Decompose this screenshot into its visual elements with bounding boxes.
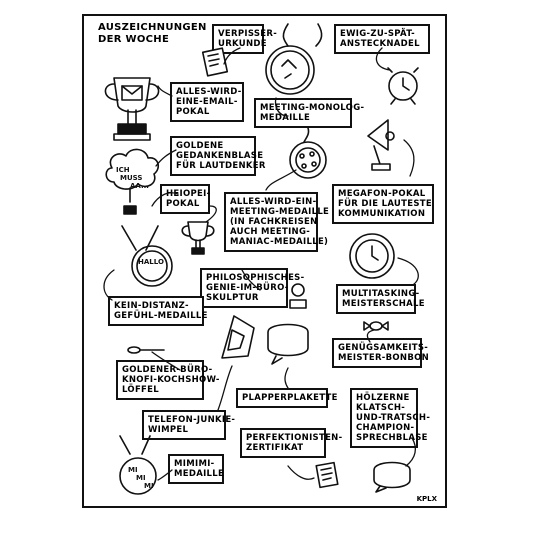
label-line: MEISTER-BONBON xyxy=(338,353,430,363)
label-line: KOMMUNIKATION xyxy=(338,209,426,219)
certificate-icon xyxy=(201,47,229,77)
thought-cloud-icon xyxy=(105,148,160,215)
label-line: KEIN-DISTANZ- xyxy=(114,301,189,311)
label-meeting: ALLES-WIRD-EIN-MEETING-MEDAILLE(IN FACHK… xyxy=(224,192,330,252)
label-line: CHAMPION- xyxy=(356,423,415,433)
plapper-plaque-icon xyxy=(221,315,255,359)
mimimi-text-1: MI xyxy=(128,466,138,474)
title-line-1: AUSZEICHNUNGEN xyxy=(98,22,207,33)
spoon-icon xyxy=(127,346,165,354)
label-line: GOLDENER-BÜRO- xyxy=(122,365,213,375)
label-line: GEDANKENBLASE xyxy=(176,151,264,161)
label-email: ALLES-WIRD-EINE-EMAIL-POKAL xyxy=(170,82,244,122)
label-line: SKULPTUR xyxy=(206,293,259,303)
label-line: GOLDENE xyxy=(176,141,224,151)
label-line: HEIOPEI- xyxy=(166,189,211,199)
label-line: UND-TRATSCH- xyxy=(356,413,431,423)
label-line: ZERTIFIKAT xyxy=(246,443,304,453)
label-line: KNOFI-KOCHSHOW- xyxy=(122,375,220,385)
label-line: POKAL xyxy=(176,107,210,117)
alarm-clock-icon xyxy=(387,67,419,105)
label-plapper: PLAPPERPLAKETTE xyxy=(236,388,338,408)
page-title: AUSZEICHNUNGEN DER WOCHE xyxy=(98,22,207,46)
label-line: LÖFFEL xyxy=(122,385,159,395)
wooden-bubble-icon xyxy=(373,461,411,493)
label-line: EINE-EMAIL- xyxy=(176,97,238,107)
hallo-medal-icon xyxy=(121,225,173,287)
label-perfekt: PERFEKTIONISTEN-ZERTIFIKAT xyxy=(240,428,343,458)
label-distanz: KEIN-DISTANZ-GEFÜHL-MEDAILLE xyxy=(108,296,208,326)
philosopher-bust-icon xyxy=(289,283,307,309)
label-genuegsam: GENÜGSAMKEITS-MEISTER-BONBON xyxy=(332,338,430,368)
artist-signature: KPLX xyxy=(416,495,437,503)
hallo-text: HALLO xyxy=(138,258,164,266)
label-line: POKAL xyxy=(166,199,200,209)
mimimi-text-3: MI xyxy=(144,482,154,490)
candy-icon xyxy=(363,321,389,331)
arrows xyxy=(103,47,419,481)
label-line: MEGAFON-POKAL xyxy=(338,189,426,199)
label-mimimi: MIMIMI-MEDAILLE xyxy=(168,454,224,484)
label-line: HÖLZERNE xyxy=(356,393,410,403)
label-telefon: TELEFON-JUNKIE-WIMPEL xyxy=(142,410,236,440)
label-line: VERPISSER- xyxy=(218,29,278,39)
label-line: FÜR LAUTDENKER xyxy=(176,161,266,171)
label-line: MEETING-MONOLOG- xyxy=(260,103,365,113)
cloud-text-1: ICH xyxy=(116,166,130,174)
title-line-2: DER WOCHE xyxy=(98,34,170,45)
label-line: SPRECHBLASE xyxy=(356,433,428,443)
label-ewig: EWIG-ZU-SPÄT-ANSTECKNADEL xyxy=(334,24,430,54)
label-line: MULTITASKING- xyxy=(342,289,420,299)
label-heiopei: HEIOPEI-POKAL xyxy=(160,184,210,214)
multitasking-plate-icon xyxy=(349,233,395,279)
email-trophy-icon xyxy=(104,77,160,141)
label-loeffel: GOLDENER-BÜRO-KNOFI-KOCHSHOW-LÖFFEL xyxy=(116,360,220,400)
mimimi-text-2: MI xyxy=(136,474,146,482)
label-line: MEETING-MEDAILLE xyxy=(230,207,330,217)
label-line: GEFÜHL-MEDAILLE xyxy=(114,311,208,321)
heiopei-trophy-icon xyxy=(181,221,215,255)
label-multitask: MULTITASKING-MEISTERSCHALE xyxy=(336,284,425,314)
label-line: MANIAC-MEDAILLE) xyxy=(230,237,329,247)
megaphone-icon xyxy=(367,119,395,171)
label-line: KLATSCH- xyxy=(356,403,406,413)
clock-pin-icon xyxy=(265,23,323,95)
label-line: (IN FACHKREISEN xyxy=(230,217,318,227)
speech-bubble-icon xyxy=(267,323,309,365)
label-line: MEISTERSCHALE xyxy=(342,299,425,309)
label-line: GENÜGSAMKEITS- xyxy=(338,343,429,353)
label-monolog: MEETING-MONOLOG-MEDAILLE xyxy=(254,98,365,128)
label-line: AUCH MEETING- xyxy=(230,227,311,237)
label-line: MEDAILLE xyxy=(174,469,225,479)
label-line: ALLES-WIRD-EIN- xyxy=(230,197,317,207)
label-line: PLAPPERPLAKETTE xyxy=(242,393,338,403)
label-line: TELEFON-JUNKIE- xyxy=(148,415,236,425)
label-line: ANSTECKNADEL xyxy=(340,39,420,49)
label-line: MEDAILLE xyxy=(260,113,311,123)
label-line: GENIE-IM-BÜRO- xyxy=(206,283,289,293)
label-line: WIMPEL xyxy=(148,425,189,435)
label-line: FÜR DIE LAUTESTE xyxy=(338,199,432,209)
label-line: URKUNDE xyxy=(218,39,267,49)
cloud-text-2: MUSS xyxy=(120,174,142,182)
label-line: MIMIMI- xyxy=(174,459,215,469)
monolog-medal-icon xyxy=(289,127,327,179)
label-line: PERFEKTIONISTEN- xyxy=(246,433,343,443)
mimimi-medal-icon xyxy=(119,435,157,495)
label-line: EWIG-ZU-SPÄT- xyxy=(340,29,415,39)
label-line: PHILOSOPHISCHES- xyxy=(206,273,305,283)
cloud-text-3: AA... xyxy=(130,182,149,190)
label-line: ALLES-WIRD- xyxy=(176,87,242,97)
perfect-certificate-icon xyxy=(315,461,339,489)
